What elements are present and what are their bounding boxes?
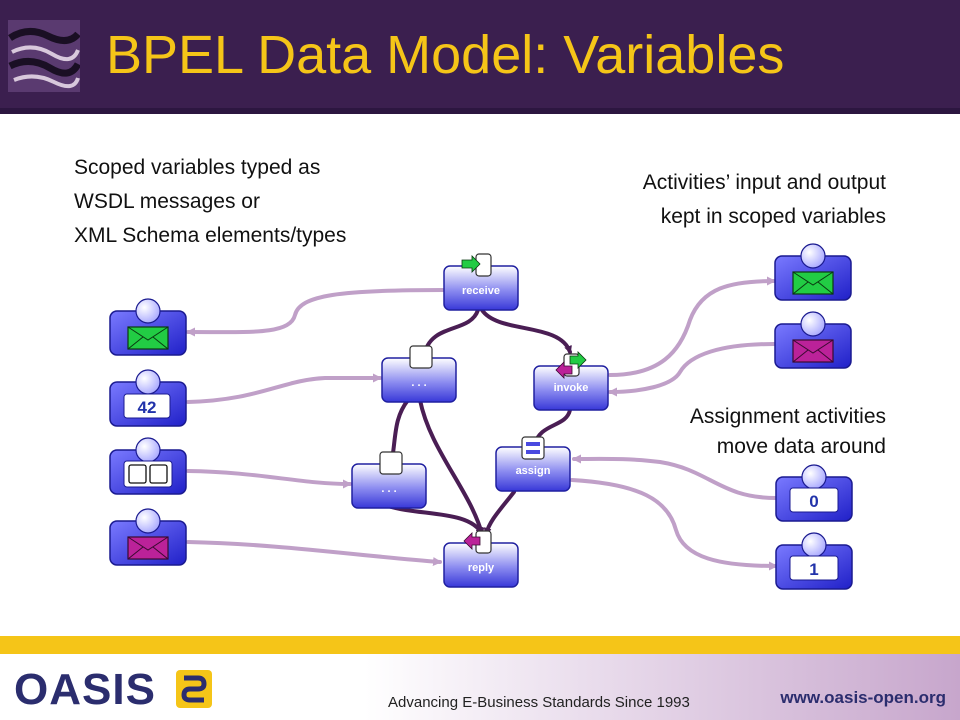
right-number-1-value: 1 — [809, 560, 818, 579]
left-variable-message-2 — [109, 508, 187, 566]
flow-scope1-to-scope2 — [389, 398, 410, 462]
connector-left-msg2-to-reply — [186, 540, 442, 566]
left-line-3: XML Schema elements/types — [74, 224, 347, 247]
connector-right-num0-to-assign — [572, 454, 778, 500]
flow-receive-to-invoke — [480, 308, 572, 354]
right-top-line-1: Activities’ input and output — [642, 171, 886, 194]
flow-scope1-to-reply — [418, 398, 485, 536]
left-description: Scoped variables typed as WSDL messages … — [74, 151, 346, 253]
oasis-mark-icon — [176, 670, 212, 708]
footer-tagline: Advancing E-Business Standards Since 199… — [388, 694, 690, 711]
magenta-envelope-icon — [127, 536, 169, 560]
equals-icon — [521, 436, 545, 460]
connector-assign-to-right-num1 — [570, 478, 778, 571]
left-variable-number: 42 — [109, 369, 187, 427]
flow-scope2-to-reply — [386, 504, 484, 536]
header — [0, 0, 960, 108]
control-flow-connectors — [386, 308, 572, 536]
left-number-value: 42 — [138, 398, 157, 417]
scope-1-label: . . . — [411, 377, 426, 389]
flow-assign-to-reply — [483, 490, 516, 536]
activity-scope-1: . . . — [381, 345, 457, 403]
right-top-line-2: kept in scoped variables — [660, 205, 886, 228]
activity-scope-2: . . . — [351, 451, 427, 509]
magenta-envelope-icon — [792, 339, 834, 363]
activity-reply: reply — [443, 530, 519, 588]
footer — [0, 654, 960, 720]
green-envelope-icon — [792, 271, 834, 295]
receive-label: receive — [462, 285, 500, 297]
footer-url-link[interactable]: www.oasis-open.org — [780, 688, 946, 707]
connector-left-num-to-scope1 — [186, 373, 382, 404]
left-variable-message — [109, 298, 187, 356]
left-line-2: WSDL messages or — [74, 190, 260, 213]
reply-label: reply — [468, 562, 495, 574]
connector-receive-to-left-msg — [186, 288, 446, 337]
right-description-mid: Assignment activities move data around — [690, 402, 886, 462]
activity-assign: assign — [495, 436, 571, 492]
invoke-label: invoke — [554, 382, 589, 394]
assign-label: assign — [516, 465, 551, 477]
connector-right-msg2-to-invoke — [608, 342, 776, 397]
right-description-top: Activities’ input and output kept in sco… — [643, 166, 886, 234]
right-mid-line-2: move data around — [716, 435, 886, 458]
left-variable-complex — [109, 437, 187, 495]
green-envelope-icon — [127, 326, 169, 350]
left-line-1: Scoped variables typed as — [74, 156, 321, 179]
data-flow-connectors — [186, 276, 778, 571]
header-rule — [0, 108, 960, 114]
activity-invoke: invoke — [533, 351, 609, 411]
right-variable-message-2 — [774, 311, 852, 369]
scope-2-label: . . . — [381, 483, 396, 495]
right-variable-message-1 — [774, 243, 852, 301]
slide-title: BPEL Data Model: Variables — [106, 25, 785, 85]
connector-invoke-to-right-msg1 — [608, 276, 776, 377]
footer-band — [0, 636, 960, 654]
right-number-0-value: 0 — [809, 492, 818, 511]
right-variable-number-0: 0 — [775, 464, 853, 522]
right-variable-number-1: 1 — [775, 532, 853, 590]
activity-receive: receive — [443, 253, 519, 311]
right-mid-line-1: Assignment activities — [689, 405, 886, 428]
oasis-logo: OASIS — [14, 665, 156, 714]
header-logo-icon — [8, 20, 80, 92]
connector-left-pair-to-scope2 — [186, 469, 352, 489]
